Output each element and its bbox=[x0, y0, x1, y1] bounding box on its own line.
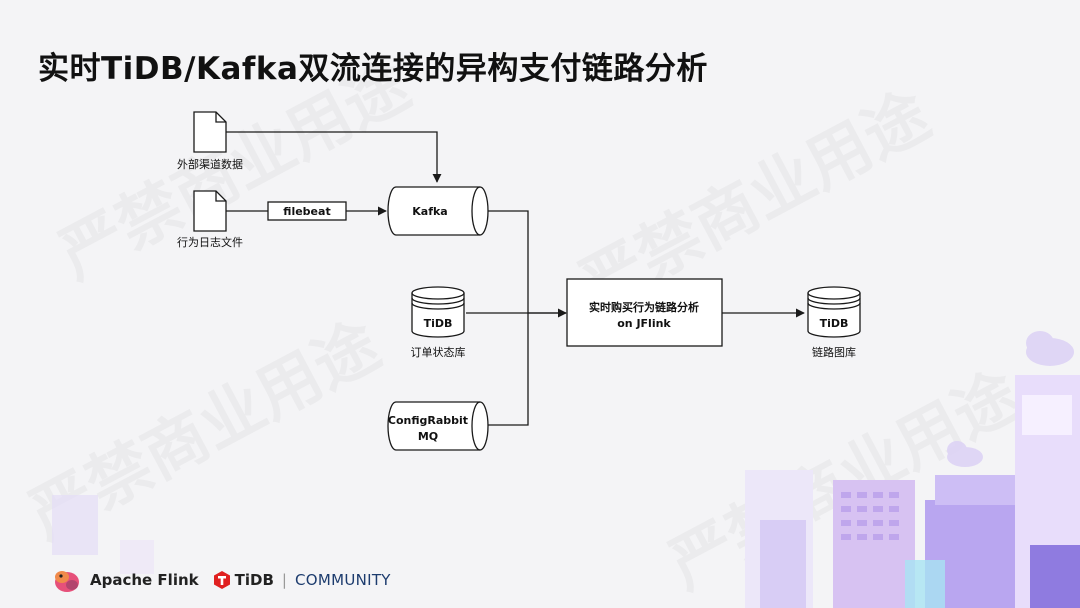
rabbitmq-label-line2: MQ bbox=[418, 430, 438, 443]
rabbitmq-label-line1: ConfigRabbit bbox=[388, 414, 468, 427]
edge-kafka-to-flink bbox=[488, 210, 567, 318]
apache-flink-label: Apache Flink bbox=[90, 571, 199, 589]
behavior-log-file-icon bbox=[193, 190, 227, 232]
filebeat-box bbox=[267, 201, 347, 221]
flink-job-label-line2: on JFlink bbox=[617, 317, 671, 330]
behavior-log-caption: 行为日志文件 bbox=[177, 235, 243, 249]
flink-squirrel-logo-icon bbox=[55, 571, 79, 592]
tidb-community-brand: TiDB | COMMUNITY bbox=[213, 570, 391, 590]
tidb-graph-caption: 链路图库 bbox=[812, 345, 856, 359]
tidb-graph-label: TiDB bbox=[820, 317, 849, 330]
tidb-order-label: TiDB bbox=[424, 317, 453, 330]
edge-ext-to-kafka bbox=[226, 131, 442, 183]
flink-job-label-line1: 实时购买行为链路分析 bbox=[589, 300, 699, 314]
tidb-order-caption: 订单状态库 bbox=[411, 345, 466, 359]
brand-separator: | bbox=[281, 571, 287, 589]
footer-logos: Apache Flink TiDB | COMMUNITY bbox=[52, 562, 391, 598]
community-label: COMMUNITY bbox=[294, 571, 391, 589]
ext-data-caption: 外部渠道数据 bbox=[177, 157, 243, 171]
edge-rabbitmq-to-flink bbox=[488, 313, 529, 426]
page-title: 实时TiDB/Kafka双流连接的异构支付链路分析 bbox=[38, 50, 708, 87]
filebeat-label: filebeat bbox=[283, 205, 330, 218]
apache-flink-brand: Apache Flink bbox=[52, 565, 199, 595]
flink-job-box bbox=[566, 278, 723, 347]
kafka-queue-icon bbox=[387, 186, 489, 236]
tidb-graph-database-icon bbox=[807, 286, 861, 338]
tidb-label: TiDB bbox=[234, 571, 274, 589]
rabbitmq-queue-icon bbox=[387, 401, 489, 451]
tidb-order-database-icon bbox=[411, 286, 465, 338]
tidb-logo-icon bbox=[213, 571, 230, 589]
ext-data-file-icon bbox=[193, 111, 227, 153]
kafka-label: Kafka bbox=[412, 205, 447, 218]
